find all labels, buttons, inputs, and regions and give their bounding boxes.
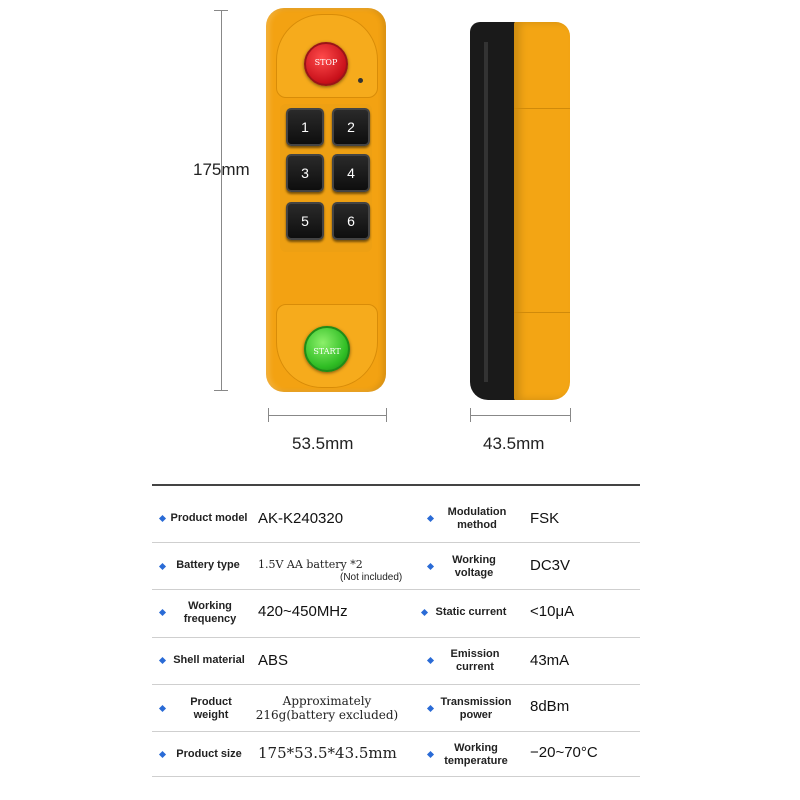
front-width-label: 53.5mm (292, 434, 354, 453)
bullet-icon (158, 514, 167, 523)
height-tick-bottom (214, 390, 228, 391)
stop-button: STOP (304, 42, 348, 86)
key-3: 3 (286, 154, 324, 192)
front-width-line (268, 415, 386, 416)
value-shell-material: ABS (258, 652, 289, 669)
row-divider (152, 637, 640, 638)
label-product-size: Product size (176, 748, 242, 760)
side-rail (484, 42, 488, 382)
value-transmission-power: 8dBm (530, 698, 570, 715)
value-modulation-method: FSK (530, 510, 560, 527)
bullet-icon (426, 514, 435, 523)
height-label: 175mm (193, 160, 250, 179)
start-label: START (313, 347, 341, 356)
key-1: 1 (286, 108, 324, 146)
row-divider (152, 776, 640, 777)
bullet-icon (158, 562, 167, 571)
bullet-icon (426, 562, 435, 571)
front-width-tick-right (386, 408, 387, 422)
value-working-frequency: 420~450MHz (258, 603, 348, 620)
value-emission-current: 43mA (530, 652, 570, 669)
value-product-weight: Approximately 216g(battery excluded) (255, 694, 399, 722)
label-shell-material: Shell material (173, 654, 245, 666)
label-static-current: Static current (435, 606, 507, 618)
side-width-label: 43.5mm (483, 434, 545, 453)
label-working-voltage: Working voltage (452, 554, 496, 579)
label-product-model: Product model (170, 512, 248, 524)
key-2: 2 (332, 108, 370, 146)
bullet-icon (426, 750, 435, 759)
value-working-temperature: −20~70°C (530, 744, 598, 761)
stop-label: STOP (314, 58, 338, 67)
bullet-icon (158, 656, 167, 665)
label-working-temperature: Working temperature (444, 742, 508, 767)
side-seam (514, 108, 570, 109)
row-divider (152, 731, 640, 732)
key-4: 4 (332, 154, 370, 192)
table-top-border (152, 484, 640, 486)
start-button: START (304, 326, 350, 372)
label-product-weight: Product weight (190, 696, 232, 721)
height-dimension-line (221, 10, 222, 390)
label-emission-current: Emission current (450, 648, 500, 673)
side-yellow-shell (514, 22, 570, 400)
bullet-icon (426, 704, 435, 713)
key-6: 6 (332, 202, 370, 240)
side-width-tick-right (570, 408, 571, 422)
row-divider (152, 684, 640, 685)
label-working-frequency: Working frequency (183, 600, 237, 625)
bullet-icon (426, 656, 435, 665)
row-divider (152, 589, 640, 590)
bullet-icon (158, 750, 167, 759)
label-battery-type: Battery type (176, 559, 240, 571)
key-5: 5 (286, 202, 324, 240)
value-working-voltage: DC3V (530, 557, 571, 574)
indicator-led (358, 78, 363, 83)
value-static-current: <10μA (530, 603, 575, 620)
row-divider (152, 542, 640, 543)
label-transmission-power: Transmission power (440, 696, 512, 721)
remote-front-view: STOP 1 2 3 4 5 6 START (266, 8, 386, 392)
bullet-icon (158, 608, 167, 617)
side-width-line (470, 415, 570, 416)
side-black-back (470, 22, 516, 400)
label-modulation-method: Modulation method (447, 506, 507, 531)
value-battery-type: 1.5V AA battery *2 (258, 558, 363, 571)
value-product-size: 175*53.5*43.5mm (258, 744, 397, 762)
remote-side-view (470, 22, 570, 400)
bullet-icon (158, 704, 167, 713)
value-product-model: AK-K240320 (258, 510, 344, 527)
bullet-icon (420, 608, 429, 617)
value-battery-note: (Not included) (340, 572, 403, 583)
side-seam (514, 312, 570, 313)
